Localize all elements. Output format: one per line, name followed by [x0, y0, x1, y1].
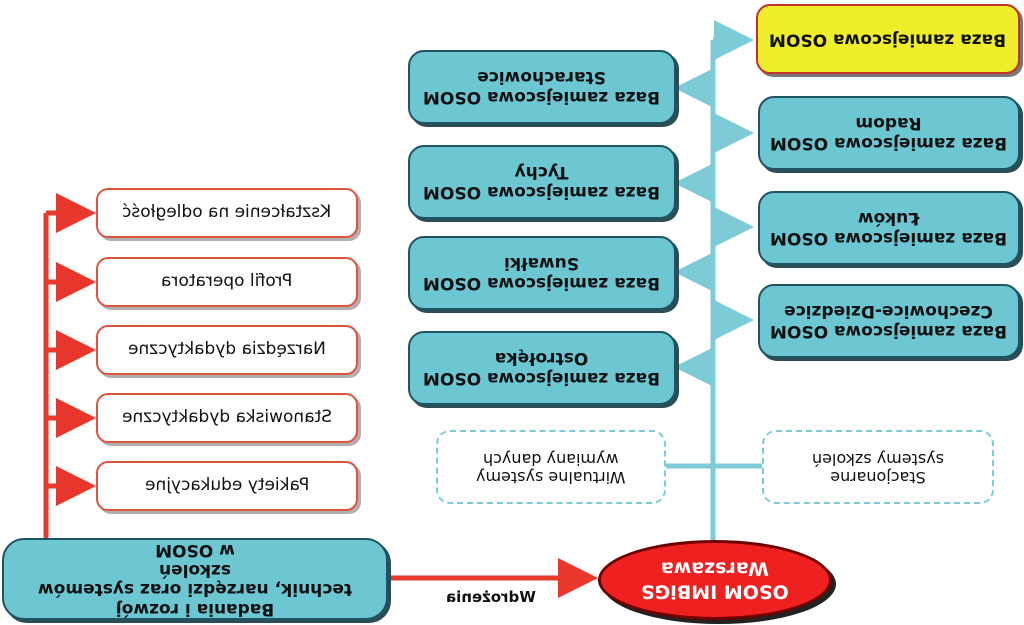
virtual-systems-text: Wirtualne systemy wymiany danych [476, 449, 626, 486]
center-line-2: Warszawa [660, 558, 770, 580]
virtual-systems-box: Wirtualne systemy wymiany danych [436, 430, 666, 504]
tool-box-5: Pakiety edukacyjne [96, 461, 358, 511]
tool-box-1: Kształcenie na odległość [96, 188, 358, 238]
tool-box-2: Profil operatora [96, 257, 358, 307]
base-box-starachowice: Baza zamiejscowa OSOM Starachowice [408, 50, 676, 124]
base-lukow-city: Łuków [858, 209, 920, 229]
base-suwalki-city: Suwałki [504, 254, 580, 274]
center-node-osom-imbigs: OSOM IMBiGS Warszawa [598, 540, 832, 620]
base-box-starachowice-text: Baza zamiejscowa OSOM Starachowice [423, 67, 661, 108]
base-box-tychy-text: Baza zamiejscowa OSOM Tychy [423, 162, 661, 203]
stationary-systems-text: Stacjonarne systemy szkoleń [812, 449, 944, 486]
tool-box-5-label: Pakiety edukacyjne [144, 475, 310, 496]
stationary-systems-line-1: Stacjonarne [830, 467, 926, 487]
base-tychy-city: Tychy [515, 163, 569, 183]
research-box: Badania i rozwój technik, narzędzi oraz … [2, 538, 388, 620]
base-suwalki-label: Baza zamiejscowa OSOM [423, 273, 661, 294]
stationary-systems-box: Stacjonarne systemy szkoleń [762, 430, 994, 504]
base-ostroleka-label: Baza zamiejscowa OSOM [423, 368, 661, 389]
tool-box-4-label: Stanowiska dydaktyczne [121, 407, 333, 428]
base-ostroleka-city: Ostrołęka [495, 349, 589, 369]
base-czechowice-city: Czechowice-Dziedzice [784, 302, 994, 322]
stationary-systems-line-2: systemy szkoleń [811, 449, 945, 468]
implementation-edge-label: Wdrożenia [446, 588, 536, 606]
tool-box-4: Stanowiska dydaktyczne [96, 393, 358, 443]
tool-box-3: Narzędzia dydaktyczne [96, 325, 358, 375]
research-line-2: technik, narzędzi oraz systemów szkoleń [37, 560, 353, 600]
base-box-highlighted: Baza zamiejscowa OSOM [756, 4, 1020, 74]
base-highlighted-label: Baza zamiejscowa OSOM [769, 29, 1007, 50]
center-line-1: OSOM IMBiGS [641, 580, 789, 603]
research-line-3: w OSOM [155, 540, 235, 561]
base-lukow-label: Baza zamiejscowa OSOM [770, 228, 1008, 249]
base-box-czechowice: Baza zamiejscowa OSOM Czechowice-Dziedzi… [758, 284, 1020, 358]
base-radom-city: Radom [855, 114, 923, 134]
virtual-systems-line-1: Wirtualne systemy [476, 467, 626, 487]
base-radom-label: Baza zamiejscowa OSOM [770, 133, 1008, 154]
base-box-radom-text: Baza zamiejscowa OSOM Radom [770, 113, 1008, 154]
virtual-systems-line-2: wymiany danych [483, 449, 619, 468]
base-box-suwalki-text: Baza zamiejscowa OSOM Suwałki [423, 253, 661, 294]
base-box-tychy: Baza zamiejscowa OSOM Tychy [408, 145, 676, 219]
base-box-lukow: Baza zamiejscowa OSOM Łuków [758, 191, 1020, 265]
base-box-ostroleka: Baza zamiejscowa OSOM Ostrołęka [408, 331, 676, 405]
base-starachowice-city: Starachowice [477, 68, 607, 88]
base-box-ostroleka-text: Baza zamiejscowa OSOM Ostrołęka [423, 348, 661, 389]
base-box-suwalki: Baza zamiejscowa OSOM Suwałki [408, 236, 676, 310]
base-box-radom: Baza zamiejscowa OSOM Radom [758, 96, 1020, 170]
tool-box-1-label: Kształcenie na odległość [122, 202, 332, 223]
base-box-lukow-text: Baza zamiejscowa OSOM Łuków [770, 208, 1008, 249]
tool-box-3-label: Narzędzia dydaktyczne [128, 339, 326, 360]
tool-box-2-label: Profil operatora [161, 271, 293, 292]
base-czechowice-label: Baza zamiejscowa OSOM [770, 321, 1008, 342]
base-starachowice-label: Baza zamiejscowa OSOM [423, 87, 661, 108]
center-node-text: OSOM IMBiGS Warszawa [641, 557, 789, 603]
research-line-1: Badania i rozwój [115, 599, 275, 620]
base-tychy-label: Baza zamiejscowa OSOM [423, 182, 661, 203]
research-box-text: Badania i rozwój technik, narzędzi oraz … [4, 540, 386, 620]
base-box-czechowice-text: Baza zamiejscowa OSOM Czechowice-Dziedzi… [770, 301, 1008, 342]
